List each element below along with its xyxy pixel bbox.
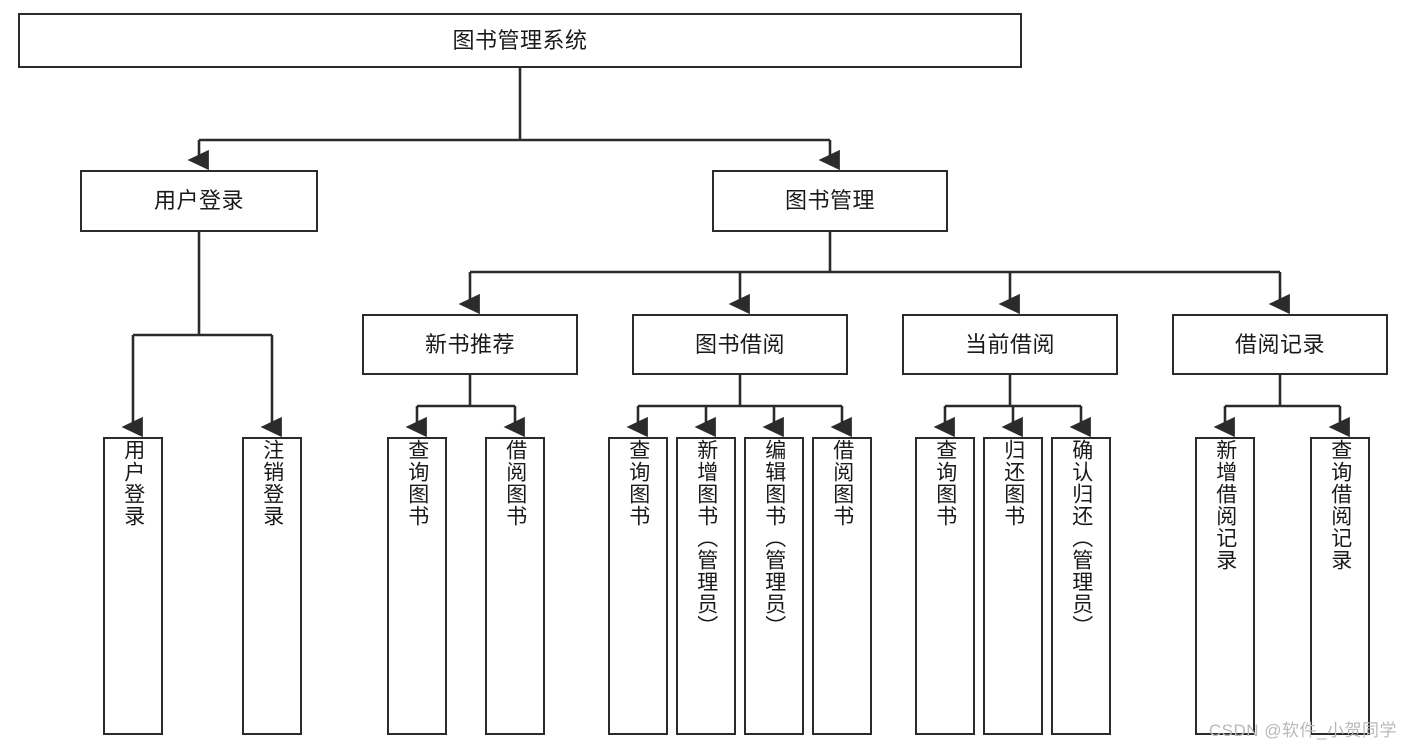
node-leaf-query-book-2-label: 查询图书 (626, 439, 650, 527)
node-leaf-confirm-return-label: 确认归还（管理员） (1069, 439, 1093, 637)
node-leaf-query-book-3[interactable]: 查询图书 (915, 437, 975, 735)
node-leaf-edit-book-label: 编辑图书（管理员） (762, 439, 786, 637)
node-leaf-query-borrow-record-label: 查询借阅记录 (1328, 439, 1352, 571)
node-leaf-add-borrow-record-label: 新增借阅记录 (1213, 439, 1237, 571)
node-leaf-add-book-label: 新增图书（管理员） (694, 439, 718, 637)
node-leaf-query-book-3-label: 查询图书 (933, 439, 957, 527)
node-leaf-query-book-2[interactable]: 查询图书 (608, 437, 668, 735)
node-book-management[interactable]: 图书管理 (712, 170, 948, 232)
node-book-management-label: 图书管理 (784, 188, 875, 214)
node-book-borrow[interactable]: 图书借阅 (632, 314, 848, 375)
node-leaf-borrow-book-2[interactable]: 借阅图书 (812, 437, 872, 735)
node-root-label: 图书管理系统 (452, 27, 588, 53)
csdn-watermark: CSDN @软件_小贺同学 (1208, 721, 1397, 740)
node-user-login-label: 用户登录 (153, 188, 244, 214)
node-leaf-query-book-1-label: 查询图书 (405, 439, 429, 527)
node-current-borrow-label: 当前借阅 (964, 331, 1055, 357)
node-user-login[interactable]: 用户登录 (80, 170, 318, 232)
node-leaf-user-login-label: 用户登录 (121, 439, 145, 527)
node-leaf-user-logout[interactable]: 注销登录 (242, 437, 302, 735)
node-new-book-recommend-label: 新书推荐 (424, 331, 515, 357)
node-leaf-add-borrow-record[interactable]: 新增借阅记录 (1195, 437, 1255, 735)
node-leaf-return-book-label: 归还图书 (1001, 439, 1025, 527)
node-root[interactable]: 图书管理系统 (18, 13, 1022, 68)
node-borrow-record[interactable]: 借阅记录 (1172, 314, 1388, 375)
node-leaf-add-book[interactable]: 新增图书（管理员） (676, 437, 736, 735)
node-leaf-query-borrow-record[interactable]: 查询借阅记录 (1310, 437, 1370, 735)
node-leaf-return-book[interactable]: 归还图书 (983, 437, 1043, 735)
node-leaf-borrow-book-1[interactable]: 借阅图书 (485, 437, 545, 735)
node-leaf-confirm-return[interactable]: 确认归还（管理员） (1051, 437, 1111, 735)
node-leaf-borrow-book-2-label: 借阅图书 (830, 439, 854, 527)
node-leaf-query-book-1[interactable]: 查询图书 (387, 437, 447, 735)
node-leaf-user-login[interactable]: 用户登录 (103, 437, 163, 735)
node-current-borrow[interactable]: 当前借阅 (902, 314, 1118, 375)
node-leaf-user-logout-label: 注销登录 (260, 439, 284, 527)
node-leaf-edit-book[interactable]: 编辑图书（管理员） (744, 437, 804, 735)
node-new-book-recommend[interactable]: 新书推荐 (362, 314, 578, 375)
node-book-borrow-label: 图书借阅 (694, 331, 785, 357)
node-borrow-record-label: 借阅记录 (1234, 331, 1325, 357)
node-leaf-borrow-book-1-label: 借阅图书 (503, 439, 527, 527)
